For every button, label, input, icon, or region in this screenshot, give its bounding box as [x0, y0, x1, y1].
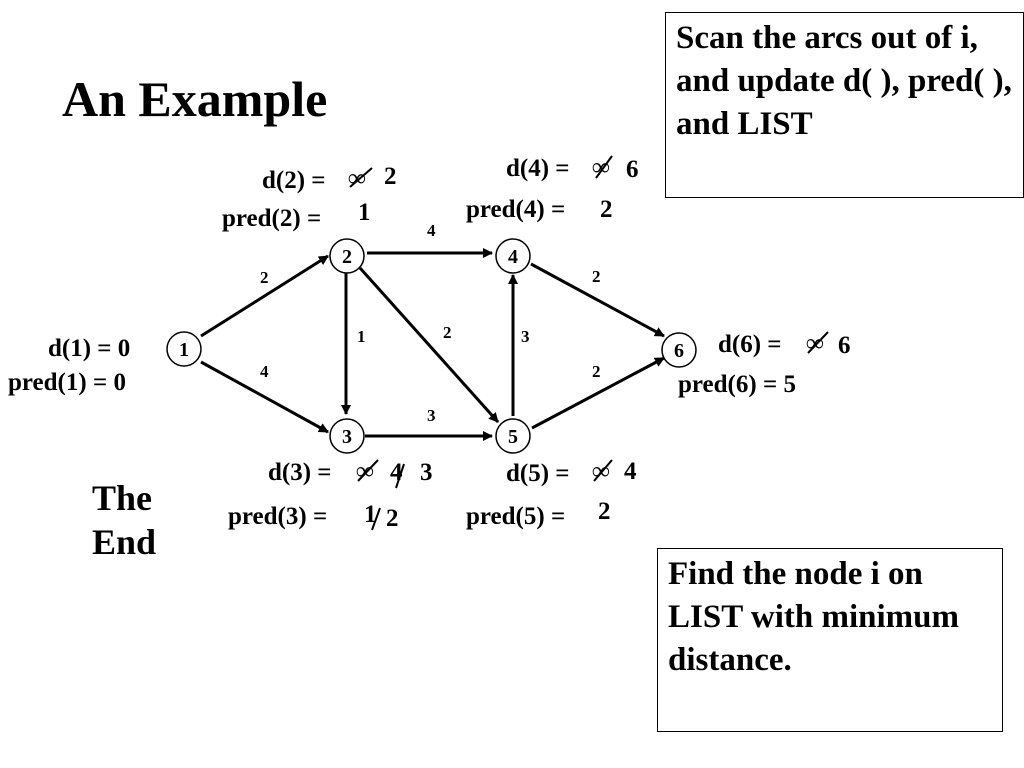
d5-new-value: 4 [624, 458, 637, 485]
node-3-label: 3 [342, 426, 352, 448]
d6-label: d(6) = [718, 331, 782, 358]
pred2-value: 1 [358, 199, 371, 226]
pred3-old-value: 1 [364, 501, 377, 528]
d6-old-strike [807, 331, 829, 354]
d2-label: d(2) = [262, 167, 326, 194]
pred3-old-strike [371, 507, 381, 531]
edge-2-5 [358, 266, 500, 424]
pred3-label: pred(3) = [228, 503, 327, 530]
node-5: 5 [495, 418, 531, 454]
edge-4-6 [530, 262, 665, 338]
d1-label: d(1) = 0 [48, 335, 130, 362]
edge-weight-2-4: 4 [427, 221, 436, 240]
pred5-label: pred(5) = [466, 503, 565, 530]
node-2-label: 2 [342, 246, 352, 268]
node-6: 6 [661, 332, 697, 368]
edge-1-3 [200, 360, 329, 434]
node-4: 4 [495, 238, 531, 274]
edge-1-2 [200, 254, 329, 338]
slide-title: An Example [62, 71, 328, 127]
node-5-label: 5 [508, 426, 518, 448]
the-end-line-1: The [92, 478, 153, 518]
node-6-label: 6 [674, 340, 684, 362]
instruction-box-scan: Scan the arcs out of i, and update d( ),… [665, 12, 1024, 198]
d4-new-value: 6 [626, 156, 639, 183]
edge-weight-5-6: 2 [592, 362, 601, 381]
edge-weight-4-6: 2 [592, 267, 601, 286]
d2-new-value: 2 [384, 163, 397, 190]
pred3-new-value: 2 [386, 505, 399, 532]
d2-old-value: ∞ [348, 165, 366, 192]
d4-old-strike [595, 155, 613, 179]
d5-label: d(5) = [506, 460, 570, 487]
d3-mid-strike [395, 463, 405, 489]
the-end-text: The End [92, 476, 212, 564]
d3-new-value: 3 [420, 459, 433, 486]
d3-label: d(3) = [268, 459, 332, 486]
node-4-label: 4 [508, 246, 518, 268]
node-2: 2 [329, 238, 365, 274]
d6-new-value: 6 [838, 332, 851, 359]
pred4-label: pred(4) = [466, 196, 565, 223]
d4-label: d(4) = [506, 155, 570, 182]
edge-5-6 [531, 356, 665, 430]
edge-weight-5-4: 3 [521, 327, 530, 346]
the-end-line-2: End [92, 522, 157, 562]
pred6-label: pred(6) = 5 [678, 371, 796, 398]
node-3: 3 [329, 418, 365, 454]
edge-weight-1-3: 4 [260, 362, 269, 381]
edge-weight-2-5: 2 [443, 323, 452, 342]
d2-old-strike [349, 167, 373, 188]
edge-weight-2-3: 1 [357, 327, 366, 346]
pred1-label: pred(1) = 0 [8, 369, 126, 396]
instruction-box-find: Find the node i on LIST with minimum dis… [657, 548, 1003, 732]
node-1: 1 [166, 331, 202, 367]
edge-weight-1-2: 2 [260, 268, 269, 287]
pred4-value: 2 [600, 196, 613, 223]
pred5-value: 2 [598, 498, 611, 525]
d4-old-value: ∞ [592, 154, 610, 181]
d3-old-strike [357, 459, 379, 482]
edge-weight-3-5: 3 [427, 406, 436, 425]
pred2-label: pred(2) = [222, 205, 321, 232]
d5-old-strike [593, 459, 613, 482]
node-1-label: 1 [179, 339, 189, 361]
